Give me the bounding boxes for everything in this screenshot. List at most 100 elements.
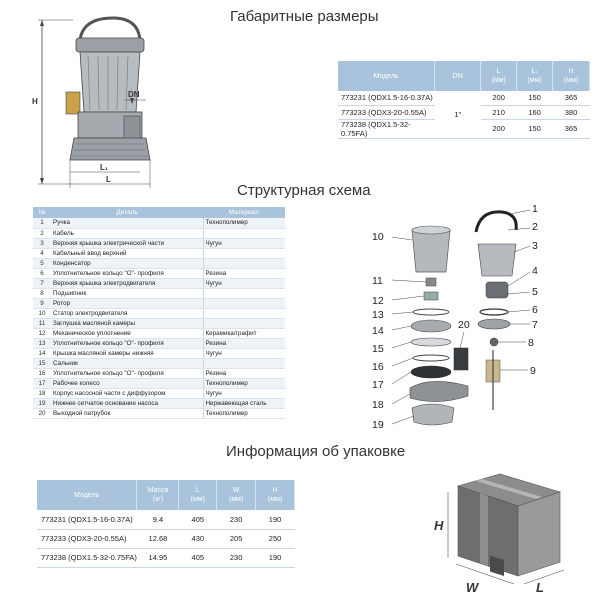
callout-number: 7 [532, 319, 538, 331]
parts-cell-detail: Уплотнительное кольцо "О"- профиля [51, 368, 204, 379]
parts-cell-material: Технополимер [203, 408, 285, 419]
parts-cell-material: Технополимер [203, 378, 285, 389]
pump-dimension-drawing: H DN L₁ L [32, 16, 151, 188]
callout-number: 10 [372, 231, 384, 243]
parts-cell-detail: Заглушка масляной камеры [51, 318, 204, 329]
pack-cell-l: 405 [178, 510, 217, 530]
callout-number: 2 [532, 221, 538, 233]
callout-number: 15 [372, 343, 384, 355]
pack-header-h: H(мм) [255, 480, 295, 510]
parts-cell-detail: Механическое уплотнение [51, 328, 204, 339]
parts-cell-n: 3 [33, 238, 51, 249]
dn-dimension-label: DN [128, 90, 140, 99]
parts-cell-detail: Корпус насосной части с диффузором [51, 388, 204, 399]
box-h-label: H [434, 518, 444, 533]
parts-cell-n: 14 [33, 348, 51, 359]
callout-number: 19 [372, 419, 384, 431]
parts-cell-material: Керамика/графит [203, 328, 285, 339]
parts-cell-detail: Рабочее колесо [51, 378, 204, 389]
parts-cell-n: 13 [33, 338, 51, 349]
parts-header-detail: Деталь [51, 207, 203, 218]
parts-cell-n: 9 [33, 298, 51, 309]
pack-cell-model: 773233 (QDX3-20-0.55A) [37, 529, 137, 549]
packing-title: Информация об упаковке [226, 443, 406, 460]
l-dimension-label: L [106, 175, 111, 184]
parts-cell-n: 20 [33, 408, 51, 419]
parts-cell-n: 4 [33, 248, 51, 259]
pack-cell-mass: 12.68 [136, 529, 179, 549]
pack-header-model: Модель [37, 480, 138, 510]
h-dimension-label: H [32, 97, 38, 106]
callout-number: 8 [528, 337, 534, 349]
parts-cell-n: 15 [33, 358, 51, 369]
callout-number: 11 [372, 275, 383, 287]
pack-cell-h: 190 [255, 510, 295, 530]
parts-cell-detail: Верхняя крышка электрической части [51, 238, 204, 249]
parts-cell-detail: Уплотнительное кольцо "О"- профиля [51, 268, 204, 279]
parts-cell-material [203, 248, 285, 259]
callout-number: 5 [532, 286, 538, 298]
dims-header-l: L(мм) [480, 61, 518, 91]
pack-cell-w: 230 [216, 548, 256, 568]
parts-cell-detail: Конденсатор [51, 258, 204, 269]
dimensions-title: Габаритные размеры [230, 8, 379, 25]
parts-cell-n: 11 [33, 318, 51, 329]
dims-header-dn: DN [434, 61, 482, 91]
parts-header-num: № [33, 207, 51, 218]
parts-cell-n: 18 [33, 388, 51, 399]
callout-number: 9 [530, 365, 536, 377]
parts-cell-detail: Верхняя крышка электродвигателя [51, 278, 204, 289]
parts-cell-material: Чугун [203, 388, 285, 399]
parts-cell-material: Резина [203, 268, 285, 279]
parts-cell-material: Нержавеющая сталь [203, 398, 285, 409]
callout-number: 1 [532, 203, 538, 215]
parts-cell-detail: Ротор [51, 298, 204, 309]
packing-box-illustration: H W L [434, 473, 565, 595]
callout-number: 6 [532, 304, 538, 316]
parts-cell-n: 16 [33, 368, 51, 379]
callout-number: 4 [532, 265, 538, 277]
pack-cell-h: 190 [255, 548, 295, 568]
pack-cell-w: 230 [216, 510, 256, 530]
parts-cell-n: 8 [33, 288, 51, 299]
parts-cell-detail: Статор электродвигателя [51, 308, 204, 319]
parts-cell-detail: Кабельный ввод верхний [51, 248, 204, 259]
pack-cell-l: 430 [178, 529, 217, 549]
dims-header-l1: L₁(мм) [516, 61, 554, 91]
parts-cell-material: Чугун [203, 238, 285, 249]
parts-cell-material [203, 318, 285, 329]
parts-cell-material [203, 228, 285, 239]
l1-dimension-label: L₁ [100, 163, 109, 172]
parts-cell-detail: Подшипник [51, 288, 204, 299]
parts-cell-n: 5 [33, 258, 51, 269]
parts-cell-n: 10 [33, 308, 51, 319]
parts-cell-n: 6 [33, 268, 51, 279]
parts-cell-material: Чугун [203, 348, 285, 359]
parts-cell-detail: Выходной патрубок [51, 408, 204, 419]
box-w-label: W [466, 580, 480, 595]
callout-number: 13 [372, 309, 384, 321]
parts-cell-detail: Уплотнительное кольцо "О"- профиля [51, 338, 204, 349]
dims-row: 773238 (QDX1.5-32-0.75FA) 200 150 365 [338, 119, 590, 139]
callout-number: 14 [372, 325, 384, 337]
dims-dn-value: 1" [434, 91, 481, 139]
dims-row: 773231 (QDX1.5-16-0.37A) 1" 200 150 365 [338, 91, 590, 139]
parts-cell-material: Чугун [203, 278, 285, 289]
pack-cell-w: 205 [216, 529, 256, 549]
parts-cell-n: 17 [33, 378, 51, 389]
